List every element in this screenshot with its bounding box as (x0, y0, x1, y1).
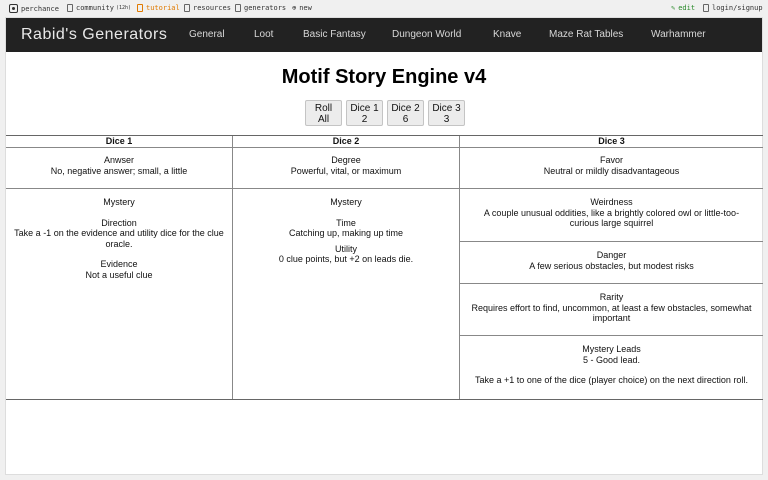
degree-label: Degree (331, 155, 361, 165)
favor-cell: Favor Neutral or mildly disadvantageous (460, 155, 763, 176)
dice-1-button[interactable]: Dice 1 2 (346, 100, 383, 126)
utility-label: Utility (335, 243, 357, 254)
dice-logo-icon (9, 4, 18, 13)
rarity-label: Rarity (599, 292, 624, 302)
roll-all-sublabel: All (317, 114, 330, 125)
weirdness-value: A couple unusual oddities, like a bright… (483, 207, 740, 218)
row-divider (460, 283, 763, 284)
roll-all-label: Roll (314, 103, 333, 114)
nav-basic-fantasy[interactable]: Basic Fantasy (303, 29, 366, 40)
dice-3-button[interactable]: Dice 3 3 (428, 100, 465, 126)
new-link[interactable]: ⊕ new (292, 4, 312, 12)
mystery-leads-value: 5 - Good lead. (582, 354, 641, 365)
edit-icon: ✎ (671, 4, 676, 12)
utility-value: 0 clue points, but +2 on leads die. (278, 254, 414, 264)
answer-label: Anwser (103, 155, 134, 165)
time-label: Time (336, 217, 356, 228)
answer-cell: Anwser No, negative answer; small, a lit… (6, 155, 232, 176)
page-title: Motif Story Engine v4 (281, 66, 487, 88)
site-navbar: Rabid's Generators General Loot Basic Fa… (6, 18, 762, 52)
row-divider (460, 335, 763, 336)
perchance-topbar: perchance community (12h) tutorial resou… (0, 0, 768, 17)
dice-2-mystery-cell: Mystery Time Catching up, making up time… (233, 197, 459, 265)
degree-cell: Degree Powerful, vital, or maximum (233, 155, 459, 176)
mystery-leads-cell: Mystery Leads 5 - Good lead. Take a +1 t… (460, 344, 763, 386)
mystery-heading: Mystery (103, 197, 135, 207)
resources-icon (184, 4, 190, 12)
new-label: new (299, 4, 312, 12)
generator-page: Rabid's Generators General Loot Basic Fa… (5, 17, 763, 475)
evidence-value: Not a useful clue (85, 269, 153, 280)
row-divider (6, 188, 763, 189)
danger-cell: Danger A few serious obstacles, but mode… (460, 250, 763, 271)
results-table: Dice 1 Dice 2 Dice 3 Anwser No, negative… (6, 135, 763, 400)
edit-label: edit (678, 4, 696, 12)
nav-warhammer[interactable]: Warhammer (651, 29, 706, 40)
login-label: login/signup (712, 4, 763, 12)
tutorial-link[interactable]: tutorial (137, 4, 180, 12)
plus-icon: ⊕ (292, 4, 297, 12)
tutorial-icon (137, 4, 143, 12)
weirdness-value-cont: curious large squirrel (569, 218, 654, 228)
mystery-heading: Mystery (330, 197, 362, 207)
perchance-home-link[interactable]: perchance (9, 4, 59, 13)
nav-maze-rat-tables[interactable]: Maze Rat Tables (549, 29, 624, 40)
direction-label: Direction (101, 217, 137, 228)
edit-link[interactable]: ✎ edit (671, 4, 695, 12)
weirdness-label: Weirdness (590, 197, 633, 207)
header-dice-3: Dice 3 (598, 136, 625, 146)
answer-value: No, negative answer; small, a little (50, 165, 188, 176)
nav-general[interactable]: General (189, 29, 225, 40)
dice-3-value: 3 (443, 114, 450, 125)
community-link[interactable]: community (12h) (67, 4, 131, 12)
header-dice-1: Dice 1 (105, 136, 133, 146)
site-brand[interactable]: Rabid's Generators (21, 26, 168, 43)
perchance-label: perchance (21, 4, 59, 13)
column-divider (459, 136, 460, 399)
generators-label: generators (244, 4, 287, 12)
community-count: (12h) (115, 5, 131, 11)
tutorial-label: tutorial (146, 4, 180, 12)
mystery-leads-label: Mystery Leads (582, 344, 641, 354)
direction-value-cont: oracle. (105, 238, 133, 249)
nav-knave[interactable]: Knave (493, 29, 522, 40)
nav-loot[interactable]: Loot (254, 29, 274, 40)
generators-link[interactable]: generators (235, 4, 286, 12)
degree-value: Powerful, vital, or maximum (290, 165, 402, 176)
danger-value: A few serious obstacles, but modest risk… (529, 260, 694, 271)
header-dice-2: Dice 2 (332, 136, 360, 146)
favor-value: Neutral or mildly disadvantageous (543, 165, 680, 176)
nav-dungeon-world[interactable]: Dungeon World (392, 29, 462, 40)
danger-label: Danger (596, 250, 627, 260)
weirdness-cell: Weirdness A couple unusual oddities, lik… (460, 197, 763, 229)
evidence-label: Evidence (100, 259, 138, 269)
rarity-value: Requires effort to find, uncommon, at le… (471, 302, 752, 313)
dice-1-mystery-cell: Mystery Direction Take a -1 on the evide… (6, 197, 232, 280)
dice-1-value: 2 (361, 114, 368, 125)
login-link[interactable]: login/signup (703, 4, 763, 12)
dice-2-label: Dice 2 (391, 103, 420, 114)
time-value: Catching up, making up time (288, 228, 404, 238)
rarity-cell: Rarity Requires effort to find, uncommon… (460, 292, 763, 324)
row-divider (460, 241, 763, 242)
generators-icon (235, 4, 241, 12)
roll-all-button[interactable]: Roll All (305, 100, 342, 126)
rarity-value-cont: important (592, 313, 631, 323)
dice-2-button[interactable]: Dice 2 6 (387, 100, 424, 126)
mystery-leads-note: Take a +1 to one of the dice (player cho… (475, 375, 748, 385)
column-divider (232, 136, 233, 399)
dice-1-label: Dice 1 (350, 103, 379, 114)
resources-link[interactable]: resources (184, 4, 231, 12)
direction-value: Take a -1 on the evidence and utility di… (14, 228, 224, 238)
favor-label: Favor (599, 155, 623, 165)
dice-3-label: Dice 3 (432, 103, 461, 114)
community-label: community (76, 4, 114, 12)
dice-2-value: 6 (402, 114, 409, 125)
header-divider (6, 147, 763, 148)
community-icon (67, 4, 73, 12)
login-icon (703, 4, 709, 12)
resources-label: resources (193, 4, 231, 12)
